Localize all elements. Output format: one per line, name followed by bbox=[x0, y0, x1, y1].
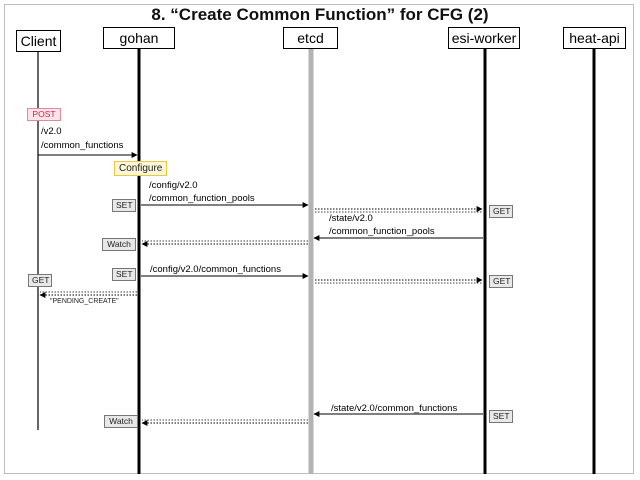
get-badge-1: GET bbox=[489, 205, 513, 218]
page-title: 8. “Create Common Function” for CFG (2) bbox=[151, 5, 489, 24]
post-badge: POST bbox=[27, 108, 61, 121]
message-label-3b: /common_function_pools bbox=[329, 226, 435, 237]
slide-frame bbox=[4, 4, 634, 474]
set-badge-3: SET bbox=[489, 410, 513, 423]
watch-badge-1: Watch bbox=[102, 238, 136, 251]
message-label-2b: /common_function_pools bbox=[149, 193, 255, 204]
get-badge-2: GET bbox=[489, 275, 513, 288]
message-label-1a: /v2.0 bbox=[41, 126, 62, 137]
get-badge-client: GET bbox=[28, 274, 52, 287]
participant-client: Client bbox=[16, 30, 61, 52]
participant-etcd: etcd bbox=[283, 27, 338, 49]
participant-heat-api: heat-api bbox=[563, 27, 626, 49]
set-badge-1: SET bbox=[112, 199, 136, 212]
message-label-4: /config/v2.0/common_functions bbox=[150, 264, 281, 275]
set-badge-2: SET bbox=[112, 268, 136, 281]
message-label-6: /state/v2.0/common_functions bbox=[331, 403, 458, 414]
participant-gohan: gohan bbox=[103, 27, 175, 49]
status-pending-create: "PENDING_CREATE" bbox=[50, 298, 119, 305]
message-label-3a: /state/v2.0 bbox=[329, 213, 373, 224]
message-label-2a: /config/v2.0 bbox=[149, 180, 198, 191]
participant-esi-worker: esi-worker bbox=[448, 27, 520, 49]
configure-badge: Configure bbox=[114, 161, 168, 176]
watch-badge-2: Watch bbox=[104, 415, 138, 428]
message-label-1b: /common_functions bbox=[41, 140, 124, 151]
